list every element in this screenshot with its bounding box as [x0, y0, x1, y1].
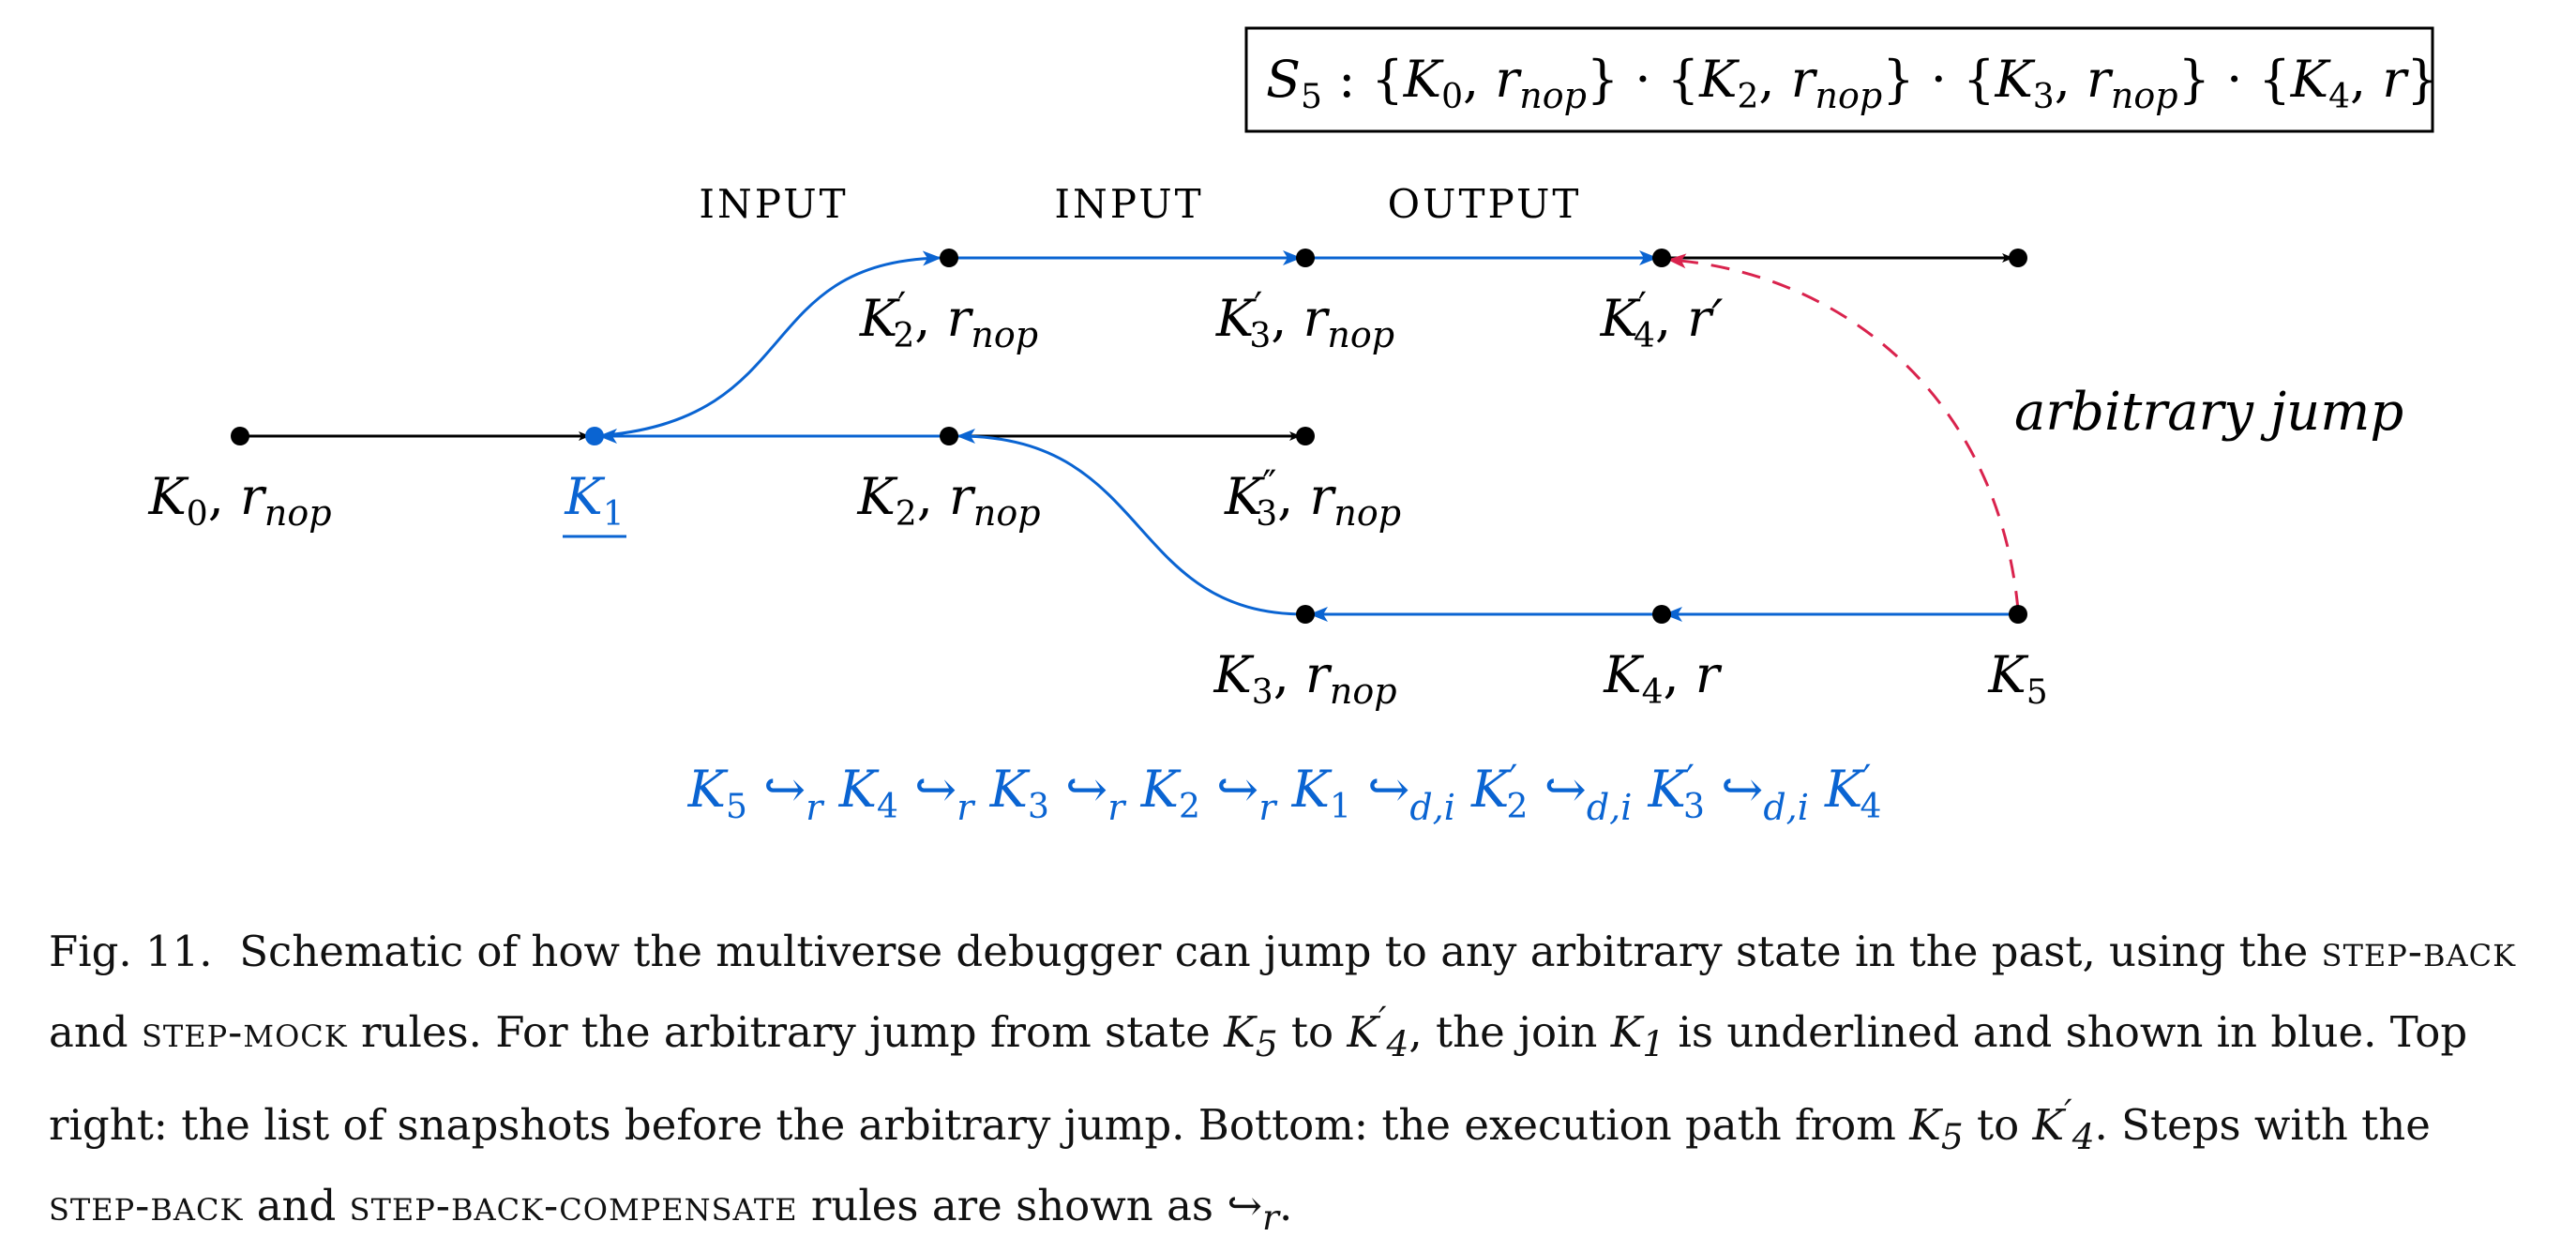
node-k4	[1652, 605, 1671, 624]
label-k1: K1	[564, 467, 624, 534]
snapshot-list: S5 : {K0, rnop} · {K2, rnop} · {K3, rnop…	[1266, 50, 2439, 116]
rule-step-back: step-back	[2321, 927, 2517, 976]
caption-text: rules. For the arbitrary jump from state	[361, 1007, 1211, 1057]
label-k4p: K′4, r′	[1600, 285, 1724, 355]
rule-step-back-compensate: step-back-compensate	[349, 1181, 798, 1230]
caption-text: to	[1977, 1100, 2020, 1150]
snapshot-box: S5 : {K0, rnop} · {K2, rnop} · {K3, rnop…	[1244, 26, 2439, 133]
caption-text: to	[1290, 1007, 1334, 1057]
label-k5: K5	[1987, 645, 2047, 712]
math-k5: K5	[1224, 1007, 1278, 1064]
label-k3: K3, rnop	[1213, 645, 1396, 712]
edge-label-input-2: INPUT	[1054, 181, 1203, 227]
node-k2p	[940, 249, 958, 267]
math-k4-prime: K′4	[2032, 1092, 2095, 1157]
node-k2	[940, 427, 958, 445]
node-k3	[1296, 605, 1315, 624]
figure-caption: Fig. 11. Schematic of how the multiverse…	[49, 917, 2524, 1252]
node-next	[2009, 249, 2027, 267]
node-k0	[231, 427, 249, 445]
figure-number: Fig. 11.	[49, 927, 213, 976]
caption-text: is underlined and	[1678, 1007, 2053, 1057]
caption-text: and	[256, 1181, 337, 1230]
caption-text: . Steps with the	[2094, 1100, 2431, 1150]
label-k2p: K′2, rnop	[859, 285, 1038, 355]
caption-text: and	[49, 1007, 128, 1057]
caption-text: Schematic of how the multiverse debugger…	[239, 927, 2309, 976]
jump-label: arbitrary jump	[2014, 382, 2403, 443]
math-k5: K5	[1909, 1100, 1964, 1157]
edge-k1-k2p	[594, 250, 942, 438]
rule-step-back: step-back	[49, 1181, 244, 1230]
node-k5	[2009, 605, 2027, 624]
label-k2: K2, rnop	[856, 467, 1040, 534]
node-k4p	[1652, 249, 1671, 267]
label-k3p: K′3, rnop	[1215, 285, 1394, 355]
label-k3pp: K″3, rnop	[1224, 463, 1401, 534]
math-arrow-r: ↪r	[1227, 1181, 1279, 1238]
math-k4-prime: K′4	[1347, 999, 1409, 1064]
node-k1	[585, 427, 604, 445]
execution-path-sequence: K5 ↪r K4 ↪r K3 ↪r K2 ↪r K1 ↪d,i K′2 ↪d,i…	[687, 758, 1882, 828]
node-k3pp	[1296, 427, 1315, 445]
node-k3p	[1296, 249, 1315, 267]
label-k4: K4, r	[1603, 645, 1723, 712]
caption-text: shown in blue. Top right: the list of sn…	[49, 1007, 2468, 1150]
math-k1: K1	[1610, 1007, 1665, 1064]
snapshot-box-frame	[1244, 26, 2434, 133]
caption-text: rules are shown as	[810, 1181, 1213, 1230]
caption-text: , the join	[1409, 1007, 1598, 1057]
rule-step-mock: step-mock	[141, 1007, 348, 1057]
edge-k3-k2	[957, 429, 1306, 616]
multiverse-diagram: S5 : {K0, rnop} · {K2, rnop} · {K3, rnop…	[147, 26, 2439, 828]
edge-label-output: OUTPUT	[1388, 181, 1582, 227]
edge-label-input-1: INPUT	[699, 181, 848, 227]
label-k0: K0, rnop	[147, 467, 331, 534]
caption-text: .	[1278, 1181, 1293, 1230]
